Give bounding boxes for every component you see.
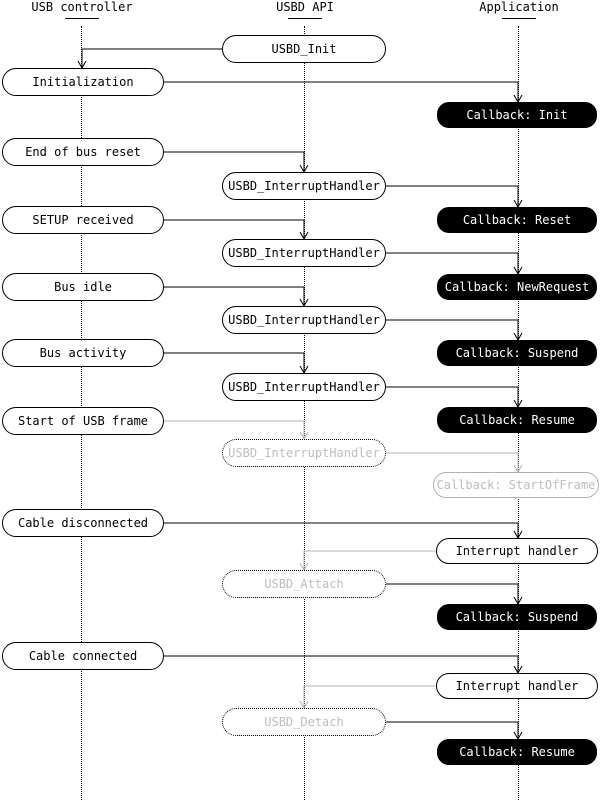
message-line — [81, 48, 222, 68]
message-line — [164, 151, 305, 172]
message-line — [164, 420, 305, 439]
callback-suspend-2: Callback: Suspend — [437, 604, 597, 630]
message-line — [164, 81, 519, 102]
event-bus-activity: Bus activity — [2, 339, 164, 367]
lifeline-head-bar-usb-controller — [65, 18, 99, 19]
event-initialization: Initialization — [2, 68, 164, 96]
api-interrupt-handler-2: USBD_InterruptHandler — [222, 239, 386, 267]
message-line — [164, 522, 519, 538]
message-line — [164, 219, 305, 239]
api-usbd-init: USBD_Init — [222, 35, 386, 63]
event-cable-disconnected: Cable disconnected — [2, 509, 164, 537]
message-line — [164, 286, 305, 306]
event-bus-idle: Bus idle — [2, 273, 164, 301]
column-header-application: Application — [479, 0, 559, 14]
message-line — [386, 452, 519, 472]
callback-reset: Callback: Reset — [437, 207, 597, 233]
message-line — [386, 185, 519, 207]
callback-resume-1: Callback: Resume — [437, 407, 597, 433]
message-line — [303, 685, 436, 708]
api-interrupt-handler-4: USBD_InterruptHandler — [222, 373, 386, 401]
callback-resume-2: Callback: Resume — [437, 739, 597, 765]
callback-suspend-1: Callback: Suspend — [437, 340, 597, 366]
message-line — [386, 386, 519, 407]
message-line — [164, 352, 305, 373]
message-line — [164, 655, 519, 673]
callback-init: Callback: Init — [437, 102, 597, 128]
api-usbd-attach: USBD_Attach — [222, 570, 386, 598]
message-line — [386, 583, 519, 604]
message-line — [386, 721, 519, 739]
app-interrupt-handler-2: Interrupt handler — [436, 673, 598, 699]
message-line — [386, 319, 519, 340]
api-interrupt-handler-5: USBD_InterruptHandler — [222, 439, 386, 467]
lifeline-head-bar-application — [502, 18, 536, 19]
lifeline-head-bar-usbd-api — [288, 18, 322, 19]
api-usbd-detach: USBD_Detach — [222, 708, 386, 736]
app-interrupt-handler-1: Interrupt handler — [436, 538, 598, 564]
column-header-usb-controller: USB controller — [31, 0, 133, 14]
column-header-usbd-api: USBD API — [276, 0, 334, 14]
event-end-of-bus-reset: End of bus reset — [2, 138, 164, 166]
api-interrupt-handler-1: USBD_InterruptHandler — [222, 172, 386, 200]
event-start-of-usb-frame: Start of USB frame — [2, 407, 164, 435]
message-line — [303, 550, 436, 570]
lifeline-usbd-api — [304, 26, 305, 800]
event-setup-received: SETUP received — [2, 206, 164, 234]
message-line — [386, 252, 519, 274]
callback-startofframe: Callback: StartOfFrame — [433, 472, 599, 498]
event-cable-connected: Cable connected — [2, 642, 164, 670]
callback-newrequest: Callback: NewRequest — [437, 274, 597, 300]
api-interrupt-handler-3: USBD_InterruptHandler — [222, 306, 386, 334]
